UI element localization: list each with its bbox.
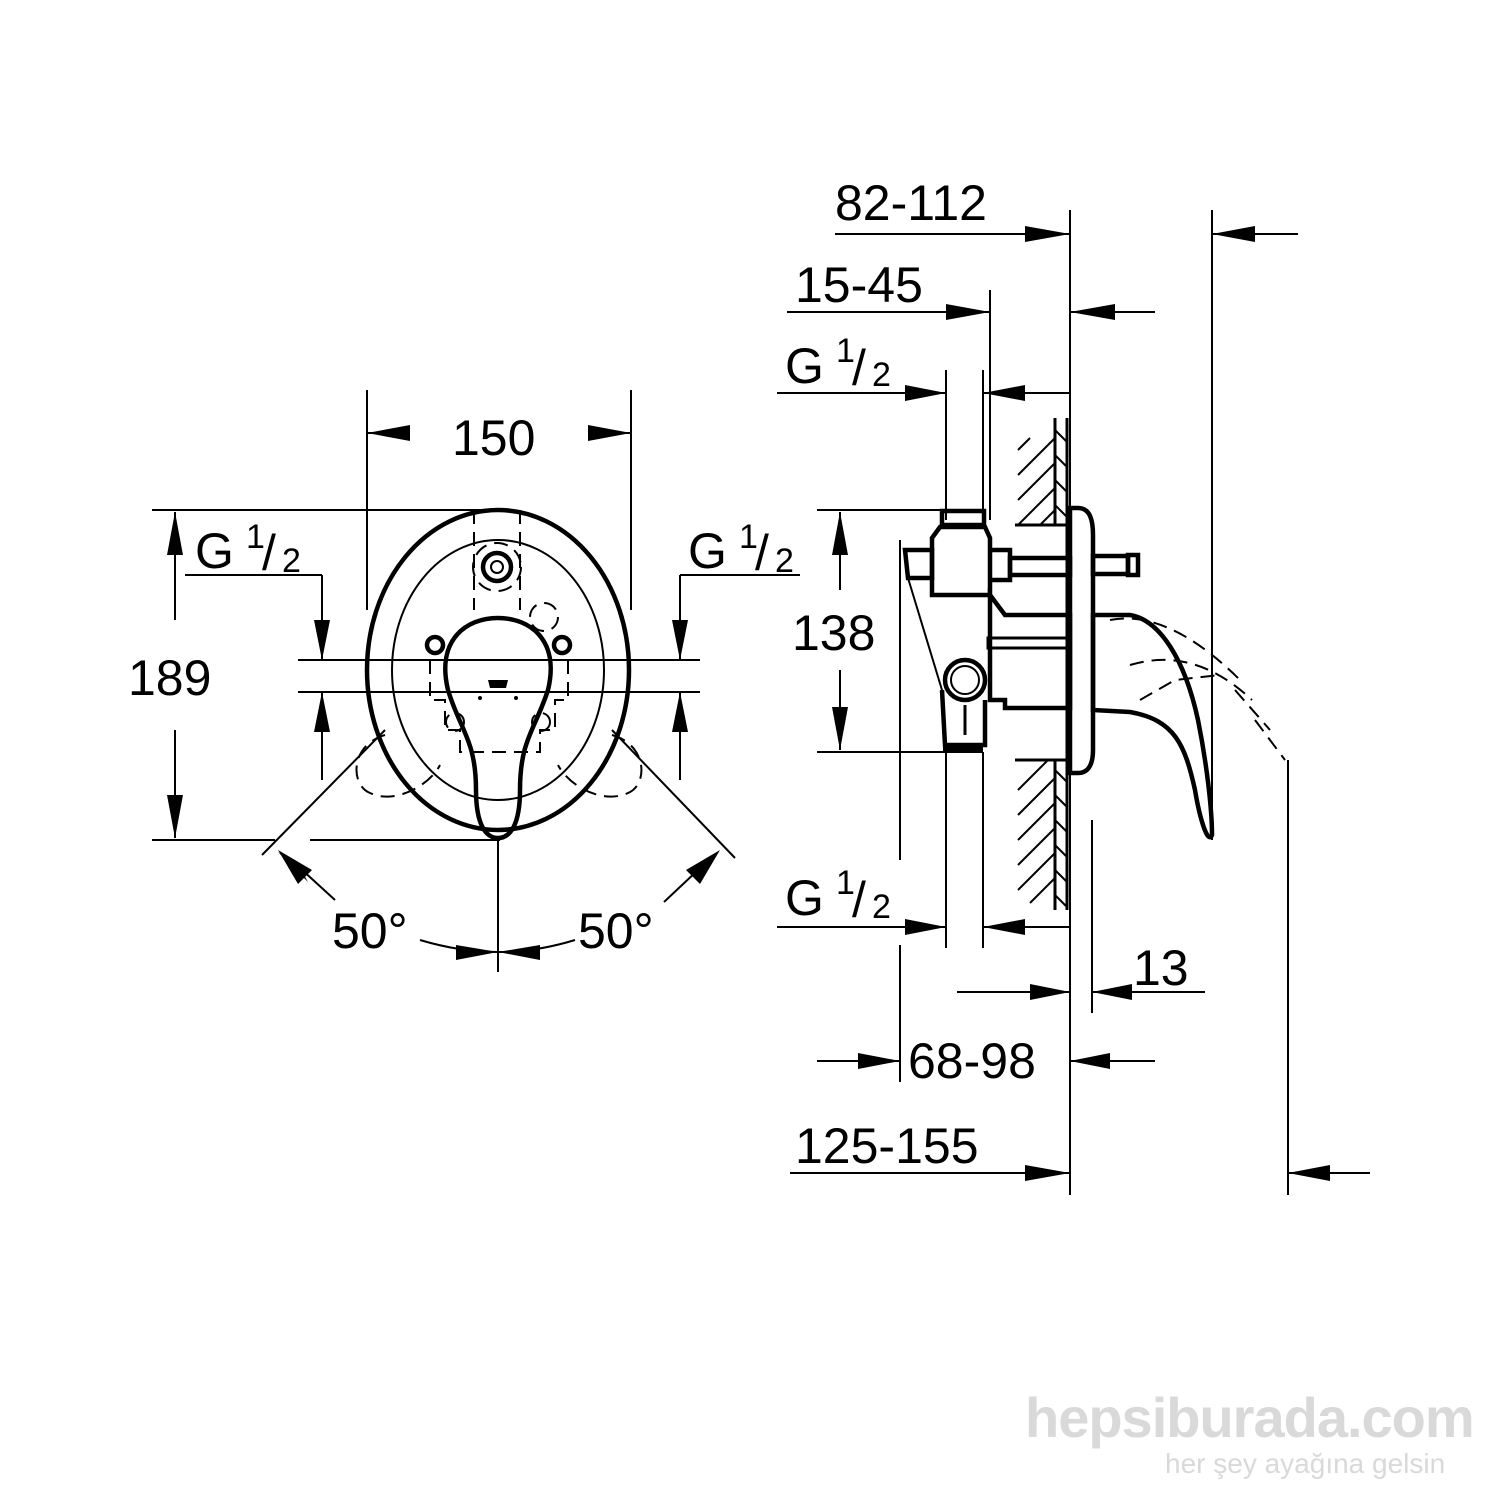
svg-text:1: 1 [836,332,855,370]
escutcheon-outer [364,507,632,833]
svg-text:2: 2 [775,542,794,580]
inlet-bottom-base: G [785,870,824,926]
svg-text:/: / [852,340,866,396]
svg-text:2: 2 [872,888,891,926]
svg-text:2: 2 [282,542,301,580]
dim-13: 13 [1133,940,1189,996]
inlet-top-base: G [785,338,824,394]
wall-hatching [1015,418,1069,910]
svg-text:1: 1 [739,518,758,556]
side-view: 82-112 15-45 G 1 / 2 138 G 1 / 2 [777,175,1370,1195]
svg-text:2: 2 [872,356,891,394]
svg-text:/: / [262,525,276,581]
diverter-boss [480,550,514,584]
dim-82-112: 82-112 [835,175,987,231]
mounting-plate [1067,505,1096,776]
svg-text:/: / [852,872,866,928]
front-view: 150 189 G 1 / 2 G 1 / 2 [128,390,800,972]
angle-right: 50° [578,903,654,959]
dim-125-155: 125-155 [795,1118,979,1174]
dim-189: 189 [128,650,211,706]
dim-138: 138 [792,605,875,661]
escutcheon-inner [391,539,605,801]
inlet-left-base: G [195,523,234,579]
valve-body [902,508,1141,753]
svg-text:1: 1 [836,864,855,902]
inlet-right-base: G [688,523,727,579]
lever-handle [443,615,553,841]
dim-68-98: 68-98 [908,1033,1036,1089]
svg-text:1: 1 [246,518,265,556]
watermark-slogan: her şey ayağına gelsin [1165,1448,1446,1479]
watermark-brand: hepsiburada.com [1025,1386,1475,1449]
dim-15-45: 15-45 [795,257,923,313]
svg-text:/: / [755,525,769,581]
lever-side [1090,612,1215,840]
dim-150: 150 [452,410,535,466]
angle-left: 50° [332,903,408,959]
